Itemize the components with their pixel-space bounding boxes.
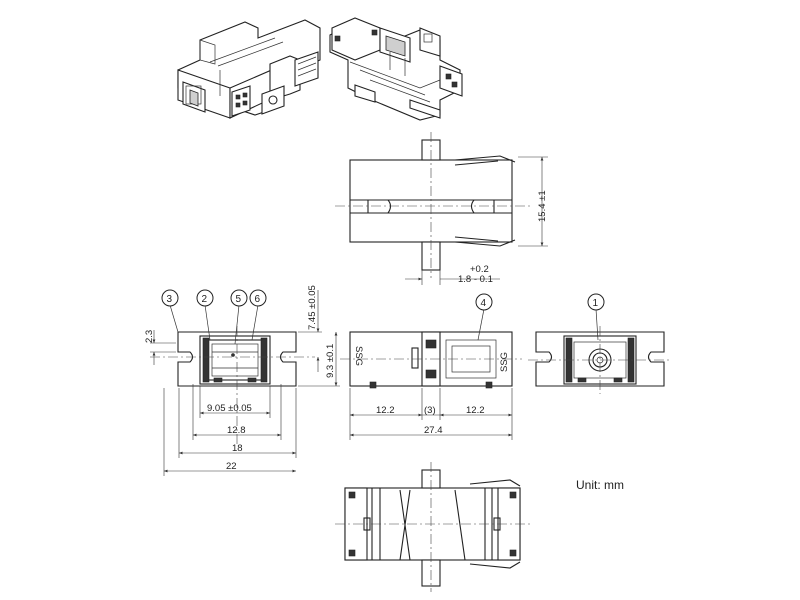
callout-6-label: 6 bbox=[255, 294, 261, 305]
dim-height-total: 15.4 ±1 bbox=[537, 190, 548, 222]
callout-2 bbox=[196, 289, 214, 307]
bottom-view bbox=[335, 462, 530, 592]
callout-5 bbox=[230, 289, 248, 307]
callout-4 bbox=[475, 293, 493, 311]
marking-right: SSG bbox=[499, 352, 510, 372]
callout-3 bbox=[161, 289, 179, 307]
dim-len-122-left: 12.2 bbox=[376, 405, 395, 416]
dim-len-122-right: 12.2 bbox=[466, 405, 485, 416]
dim-height-745: 7.45 ±0.05 bbox=[307, 285, 318, 330]
dim-width-128: 12.8 bbox=[227, 425, 246, 436]
dim-width-22: 22 bbox=[226, 461, 237, 472]
marking-left: SSG bbox=[353, 346, 364, 366]
isometric-view-right bbox=[329, 17, 463, 121]
callout-3-label: 3 bbox=[167, 294, 173, 305]
front-view-left: 2.3 7.45 ±0.05 9.3 ±0.1 9.05 ±0.05 12.8 … bbox=[144, 285, 340, 476]
front-view-right: 1 bbox=[528, 293, 672, 394]
dim-tab-plus: +0.2 bbox=[470, 264, 489, 275]
callout-1-label: 1 bbox=[593, 298, 599, 309]
callout-5-label: 5 bbox=[236, 294, 242, 305]
side-view-middle: SSG SSG 12.2 (3) 12.2 27.4 4 bbox=[340, 293, 522, 440]
dim-height-93: 9.3 ±0.1 bbox=[325, 344, 336, 378]
callout-2-label: 2 bbox=[202, 294, 208, 305]
dim-width-18: 18 bbox=[232, 443, 243, 454]
dim-slot-offset: 2.3 bbox=[144, 330, 155, 343]
callout-4-label: 4 bbox=[481, 298, 487, 309]
isometric-view-left bbox=[177, 19, 321, 119]
dim-width-905: 9.05 ±0.05 bbox=[207, 403, 252, 414]
dim-len-274: 27.4 bbox=[424, 425, 443, 436]
callout-1 bbox=[587, 293, 605, 311]
unit-label: Unit: mm bbox=[576, 478, 624, 492]
top-view: 15.4 ±1 +0.2 1.8 - 0.1 bbox=[335, 132, 548, 285]
callout-6 bbox=[249, 289, 267, 307]
dim-tab-minus: 1.8 - 0.1 bbox=[458, 274, 493, 285]
dim-len-3: (3) bbox=[424, 405, 436, 416]
